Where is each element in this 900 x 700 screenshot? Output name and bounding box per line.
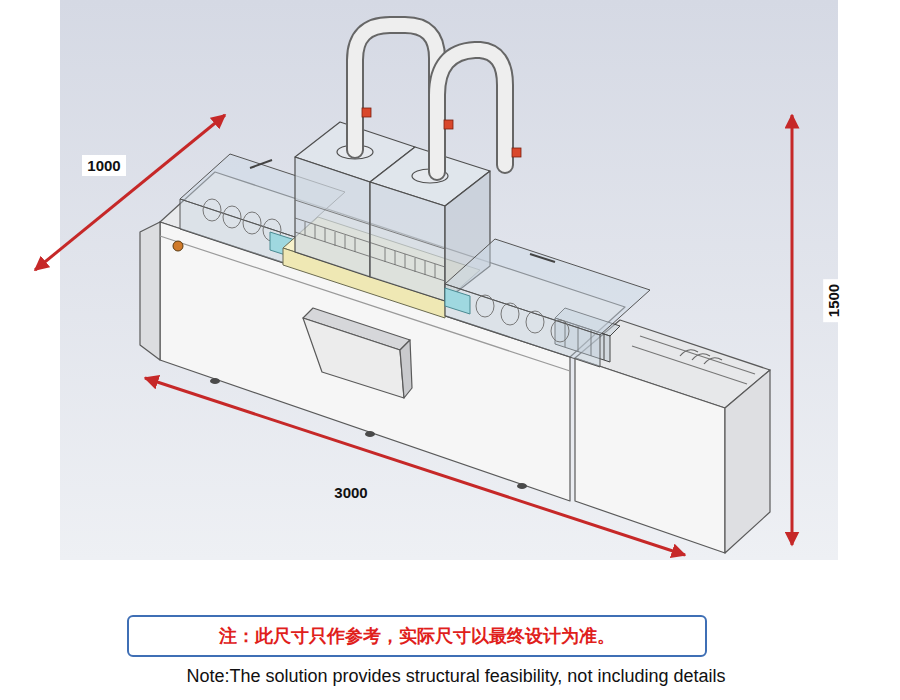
- dimension-label: 1500: [824, 278, 845, 321]
- valve: [362, 108, 371, 117]
- roller: [476, 295, 494, 317]
- cover-handle: [250, 160, 272, 168]
- rack-lines: [295, 200, 445, 281]
- foot: [517, 483, 527, 489]
- control-box-front: [303, 318, 404, 398]
- cover-front: [445, 284, 600, 367]
- rack-bars: [305, 222, 435, 278]
- exhaust-ducts: [355, 25, 505, 172]
- dimension-label: 1000: [82, 155, 125, 176]
- basket-bar: [604, 334, 605, 360]
- rail: [632, 346, 747, 384]
- duct-outline: [355, 25, 437, 170]
- duct-valves: [362, 108, 521, 157]
- note-text: Note:The solution provides structural fe…: [187, 666, 726, 687]
- foot: [365, 431, 375, 437]
- cyan-flange: [445, 288, 470, 314]
- control-box: [303, 308, 412, 398]
- base-end: [140, 222, 160, 360]
- orange-button: [173, 241, 183, 251]
- roller: [243, 212, 261, 234]
- valve: [512, 148, 521, 157]
- rail: [640, 336, 755, 374]
- right-conveyor-cover: [445, 239, 650, 367]
- dimension-arrows: [35, 115, 792, 555]
- roller: [501, 303, 519, 325]
- foot: [210, 378, 220, 384]
- cover-handle: [530, 254, 555, 262]
- dimension-arrow: [145, 378, 685, 555]
- cabinet-side: [725, 370, 770, 553]
- right-cabinet: [575, 320, 770, 553]
- roller: [526, 311, 544, 333]
- chamber-front: [295, 157, 370, 277]
- roller: [203, 199, 221, 221]
- rollers: [476, 295, 569, 342]
- feet: [210, 378, 527, 489]
- cover-front: [180, 199, 295, 267]
- dimension-label: 3000: [329, 482, 372, 503]
- control-box-side: [400, 340, 412, 398]
- duct: [355, 25, 437, 170]
- cabinet-front: [575, 358, 725, 553]
- rack-line: [295, 232, 445, 281]
- valve: [444, 120, 453, 129]
- main-base: [140, 172, 625, 501]
- roller: [551, 320, 569, 342]
- duct: [437, 50, 505, 172]
- rack-line: [295, 218, 445, 267]
- dimension-arrow: [35, 115, 225, 270]
- rollers: [203, 199, 281, 241]
- chamber-front: [370, 182, 445, 301]
- duct-outline: [437, 50, 505, 172]
- render-background: [60, 0, 838, 560]
- note-box: 注：此尺寸只作参考，实际尺寸以最终设计为准。: [127, 615, 707, 657]
- tray-parts: [680, 350, 722, 364]
- roller: [223, 206, 241, 228]
- note-text: 注：此尺寸只作参考，实际尺寸以最终设计为准。: [219, 624, 615, 648]
- rack-line: [295, 200, 445, 249]
- dimension-arrow: [791, 115, 794, 545]
